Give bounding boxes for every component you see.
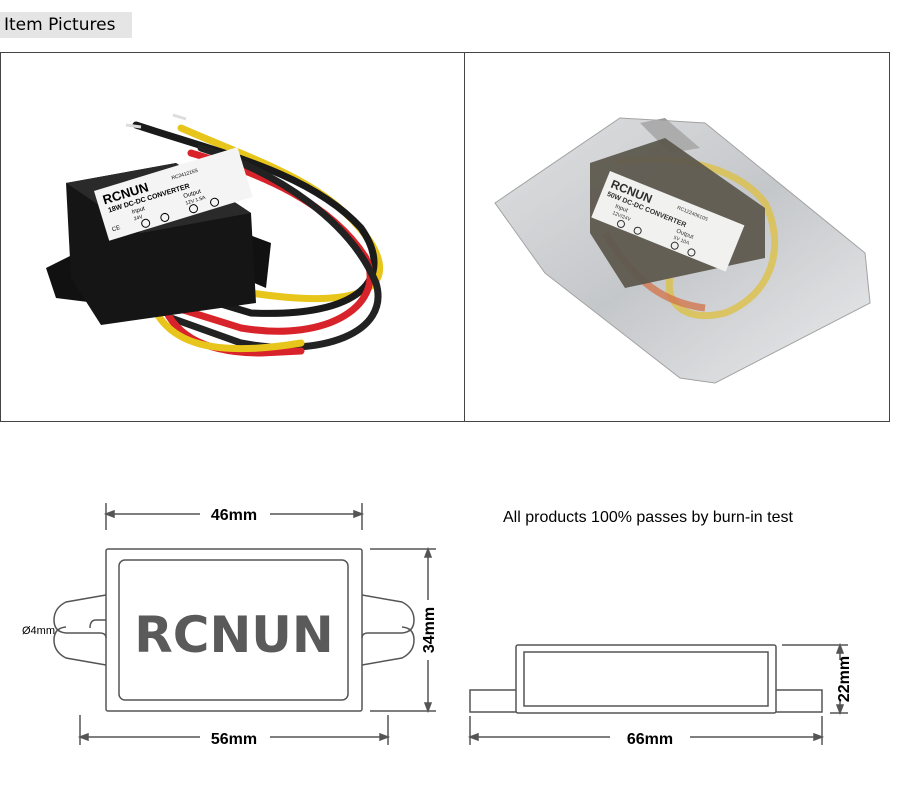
- dimension-34mm: 34mm: [421, 607, 438, 653]
- section-title: Item Pictures: [0, 12, 132, 38]
- left-photo-ce: CE: [111, 225, 121, 233]
- left-photo-input-value: 24V: [133, 214, 144, 223]
- drawing-logo: RCNUN: [134, 606, 334, 664]
- burn-in-caption: All products 100% passes by burn-in test: [503, 509, 793, 526]
- product-photo-packaged: RCNUN RC12240610S 50W DC-DC CONVERTER In…: [464, 52, 890, 422]
- dimension-66mm: 66mm: [627, 731, 673, 748]
- photo-divider: [438, 52, 465, 422]
- left-photo-output-label: Output: [183, 189, 202, 200]
- right-photo-output-value: 5V 10A: [673, 235, 691, 247]
- product-photo-converter: RCNUN RC241215S 18W DC-DC CONVERTER Inpu…: [0, 52, 439, 422]
- right-photo-input-label: Input: [614, 204, 629, 215]
- dimension-drawings: 46mm RCNUN Ø4mm 56mm 34mm 22mm 66mm: [22, 503, 853, 748]
- dimension-hole: Ø4mm: [22, 625, 55, 637]
- side-view-drawing: [467, 642, 848, 745]
- top-view-drawing: [53, 503, 436, 745]
- left-photo-input-label: Input: [131, 206, 146, 216]
- dimension-22mm: 22mm: [836, 656, 853, 702]
- left-photo-output-value: 12V 1.5A: [185, 195, 207, 207]
- dimension-46mm: 46mm: [211, 507, 257, 524]
- dimension-56mm: 56mm: [211, 731, 257, 748]
